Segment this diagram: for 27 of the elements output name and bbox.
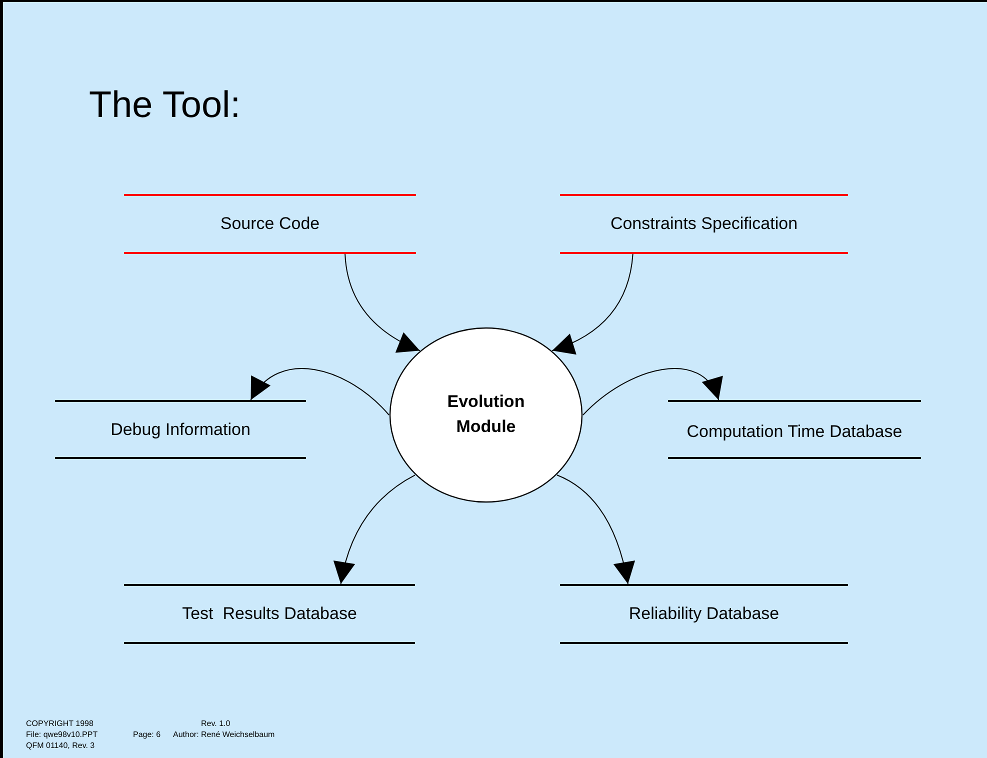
curved-arrow	[582, 368, 720, 416]
data-store	[668, 400, 921, 459]
curved-arrow	[556, 474, 634, 584]
store-label: Test Results Database	[182, 604, 357, 624]
store-label: Debug Information	[110, 420, 250, 440]
footer-text: COPYRIGHT 1998	[26, 719, 94, 728]
footer-text: QFM 01140, Rev. 3	[26, 741, 95, 750]
footer-text: Page: 6	[133, 730, 161, 739]
footer-text: File: qwe98v10.PPT	[26, 730, 98, 739]
footer-text: Rev. 1.0	[201, 719, 230, 728]
data-store	[124, 194, 416, 254]
store-label: Source Code	[220, 214, 320, 234]
store-label: Reliability Database	[628, 604, 780, 624]
curved-arrow	[344, 254, 420, 352]
process-label: Evolution Module	[446, 391, 526, 438]
slide-title: The Tool:	[89, 84, 241, 126]
data-store	[55, 400, 306, 459]
data-store	[560, 194, 848, 254]
curved-arrow	[334, 474, 416, 584]
process-circle	[389, 327, 583, 503]
footer-text: Author: René Weichselbaum	[173, 730, 275, 739]
curved-arrow	[552, 254, 634, 354]
data-store	[124, 584, 415, 644]
data-store	[560, 584, 848, 644]
store-label: Computation Time Database	[686, 420, 902, 442]
curved-arrow	[250, 368, 390, 416]
store-label: Constraints Specification	[610, 214, 798, 234]
